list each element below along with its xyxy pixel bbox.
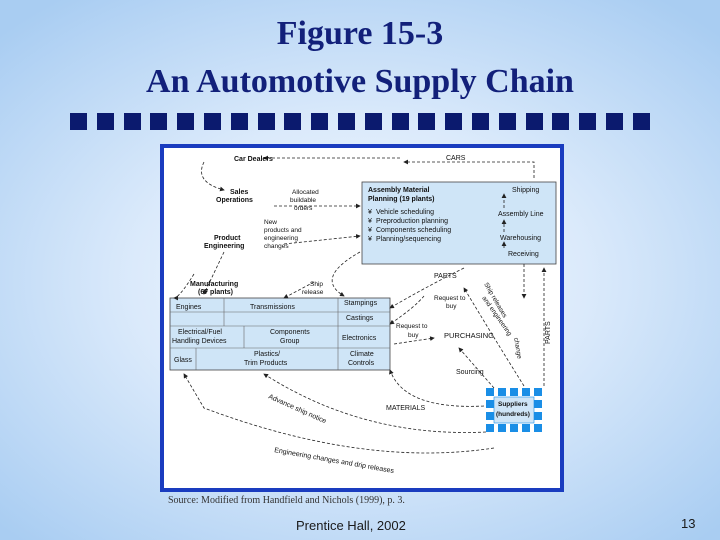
components-label-2: Group	[280, 338, 300, 345]
stampings-label-2: Castings	[346, 315, 374, 322]
supply-chain-diagram: Car Dealers CARS Sales Operations Alloca…	[160, 144, 564, 492]
electronics-label: Electronics	[342, 335, 377, 342]
bullet: ¥	[368, 227, 372, 234]
divider-square	[364, 113, 382, 130]
manufacturing-panel	[169, 297, 391, 371]
new-products-label-1: New	[264, 219, 277, 226]
glass-label: Glass	[174, 357, 192, 364]
electrical-label-2: Handling Devices	[172, 338, 227, 345]
divider-square	[284, 113, 302, 130]
ship-release-label-2: release	[302, 289, 324, 296]
assembly-line-label: Assembly Line	[498, 211, 544, 218]
plastics-label-2: Trim Products	[244, 360, 288, 367]
new-products-label-4: changes	[264, 243, 289, 250]
assembly-title-2: Planning (19 plants)	[368, 196, 435, 203]
transmissions-label: Transmissions	[250, 304, 295, 311]
change-arc: change	[512, 337, 523, 360]
sales-label: Sales	[230, 189, 248, 196]
operations-label: Operations	[216, 197, 253, 204]
figure-source: Source: Modified from Handfield and Nich…	[168, 495, 405, 506]
manufacturing-label-1: Manufacturing	[190, 281, 238, 288]
divider-square	[418, 113, 436, 130]
divider-square	[123, 113, 141, 130]
diagram-canvas: Car Dealers CARS Sales Operations Alloca…	[169, 155, 557, 475]
manufacturing-label-2: (67 plants)	[198, 289, 233, 296]
engines-label: Engines	[176, 304, 202, 311]
request-to-buy-label-3: Request to	[396, 323, 428, 330]
divider-square	[177, 113, 195, 130]
bullet: ¥	[368, 218, 372, 225]
divider-square	[257, 113, 275, 130]
new-products-label-2: products and	[264, 227, 302, 234]
plastics-label-1: Plastics/	[254, 351, 280, 358]
supplier-squares	[486, 388, 542, 432]
divider-square	[203, 113, 221, 130]
product-engineering-label-1: Product	[214, 235, 241, 242]
stampings-label-1: Stampings	[344, 300, 378, 307]
slide-footer: Prentice Hall, 2002	[296, 518, 406, 533]
parts-label-top: PARTS	[434, 273, 457, 280]
purchasing-label: PURCHASING	[444, 331, 494, 340]
divider-square	[311, 113, 329, 130]
divider-square	[605, 113, 623, 130]
divider-square	[230, 113, 248, 130]
warehousing-label: Warehousing	[500, 235, 541, 242]
shipping-label: Shipping	[512, 187, 539, 194]
ship-release-label-1: Ship	[310, 281, 323, 288]
assembly-item-2: Preproduction planning	[376, 218, 448, 225]
assembly-item-4: Planning/sequencing	[376, 236, 441, 243]
allocated-label-3: orders	[294, 205, 313, 212]
parts-label-side: PARTS	[545, 321, 552, 344]
assembly-title-1: Assembly Material	[368, 187, 430, 194]
divider-square	[471, 113, 489, 130]
request-to-buy-label-4: buy	[408, 332, 419, 339]
divider-square	[498, 113, 516, 130]
car-dealers-label: Car Dealers	[234, 156, 273, 163]
divider-square	[391, 113, 409, 130]
allocated-label-1: Allocated	[292, 189, 319, 196]
divider-square	[579, 113, 597, 130]
materials-label: MATERIALS	[386, 405, 425, 412]
slide-title-line2: An Automotive Supply Chain	[146, 63, 574, 100]
divider-square	[525, 113, 543, 130]
components-label-1: Components	[270, 329, 310, 336]
electrical-label-1: Electrical/Fuel	[178, 329, 222, 336]
decorative-square-divider	[70, 113, 650, 133]
receiving-label: Receiving	[508, 251, 539, 258]
divider-square	[445, 113, 463, 130]
suppliers-label-1: Suppliers	[498, 401, 528, 408]
new-products-label-3: engineering	[264, 235, 298, 242]
divider-square	[150, 113, 168, 130]
request-to-buy-label-1: Request to	[434, 295, 466, 302]
divider-square	[552, 113, 570, 130]
climate-label-1: Climate	[350, 351, 374, 358]
bullet: ¥	[368, 236, 372, 243]
divider-square	[70, 113, 87, 130]
flow-arrows	[173, 155, 547, 454]
request-to-buy-label-2: buy	[446, 303, 457, 310]
bullet: ¥	[368, 209, 372, 216]
assembly-item-3: Components scheduling	[376, 227, 451, 234]
suppliers-label-2: (hundreds)	[496, 411, 530, 418]
divider-square	[632, 113, 650, 130]
allocated-label-2: buildable	[290, 197, 316, 204]
engineering-changes-label: Engineering changes and drip releases	[274, 447, 395, 475]
assembly-panel	[361, 181, 557, 265]
slide-title-line1: Figure 15-3	[276, 15, 444, 52]
climate-label-2: Controls	[348, 360, 375, 367]
product-engineering-label-2: Engineering	[204, 243, 244, 250]
cars-label: CARS	[446, 155, 466, 162]
divider-square	[96, 113, 114, 130]
assembly-item-1: Vehicle scheduling	[376, 209, 434, 216]
divider-square	[337, 113, 355, 130]
sourcing-label: Sourcing	[456, 369, 484, 376]
advance-ship-notice-label: Advance ship notice	[267, 393, 327, 425]
page-number: 13	[681, 516, 696, 531]
